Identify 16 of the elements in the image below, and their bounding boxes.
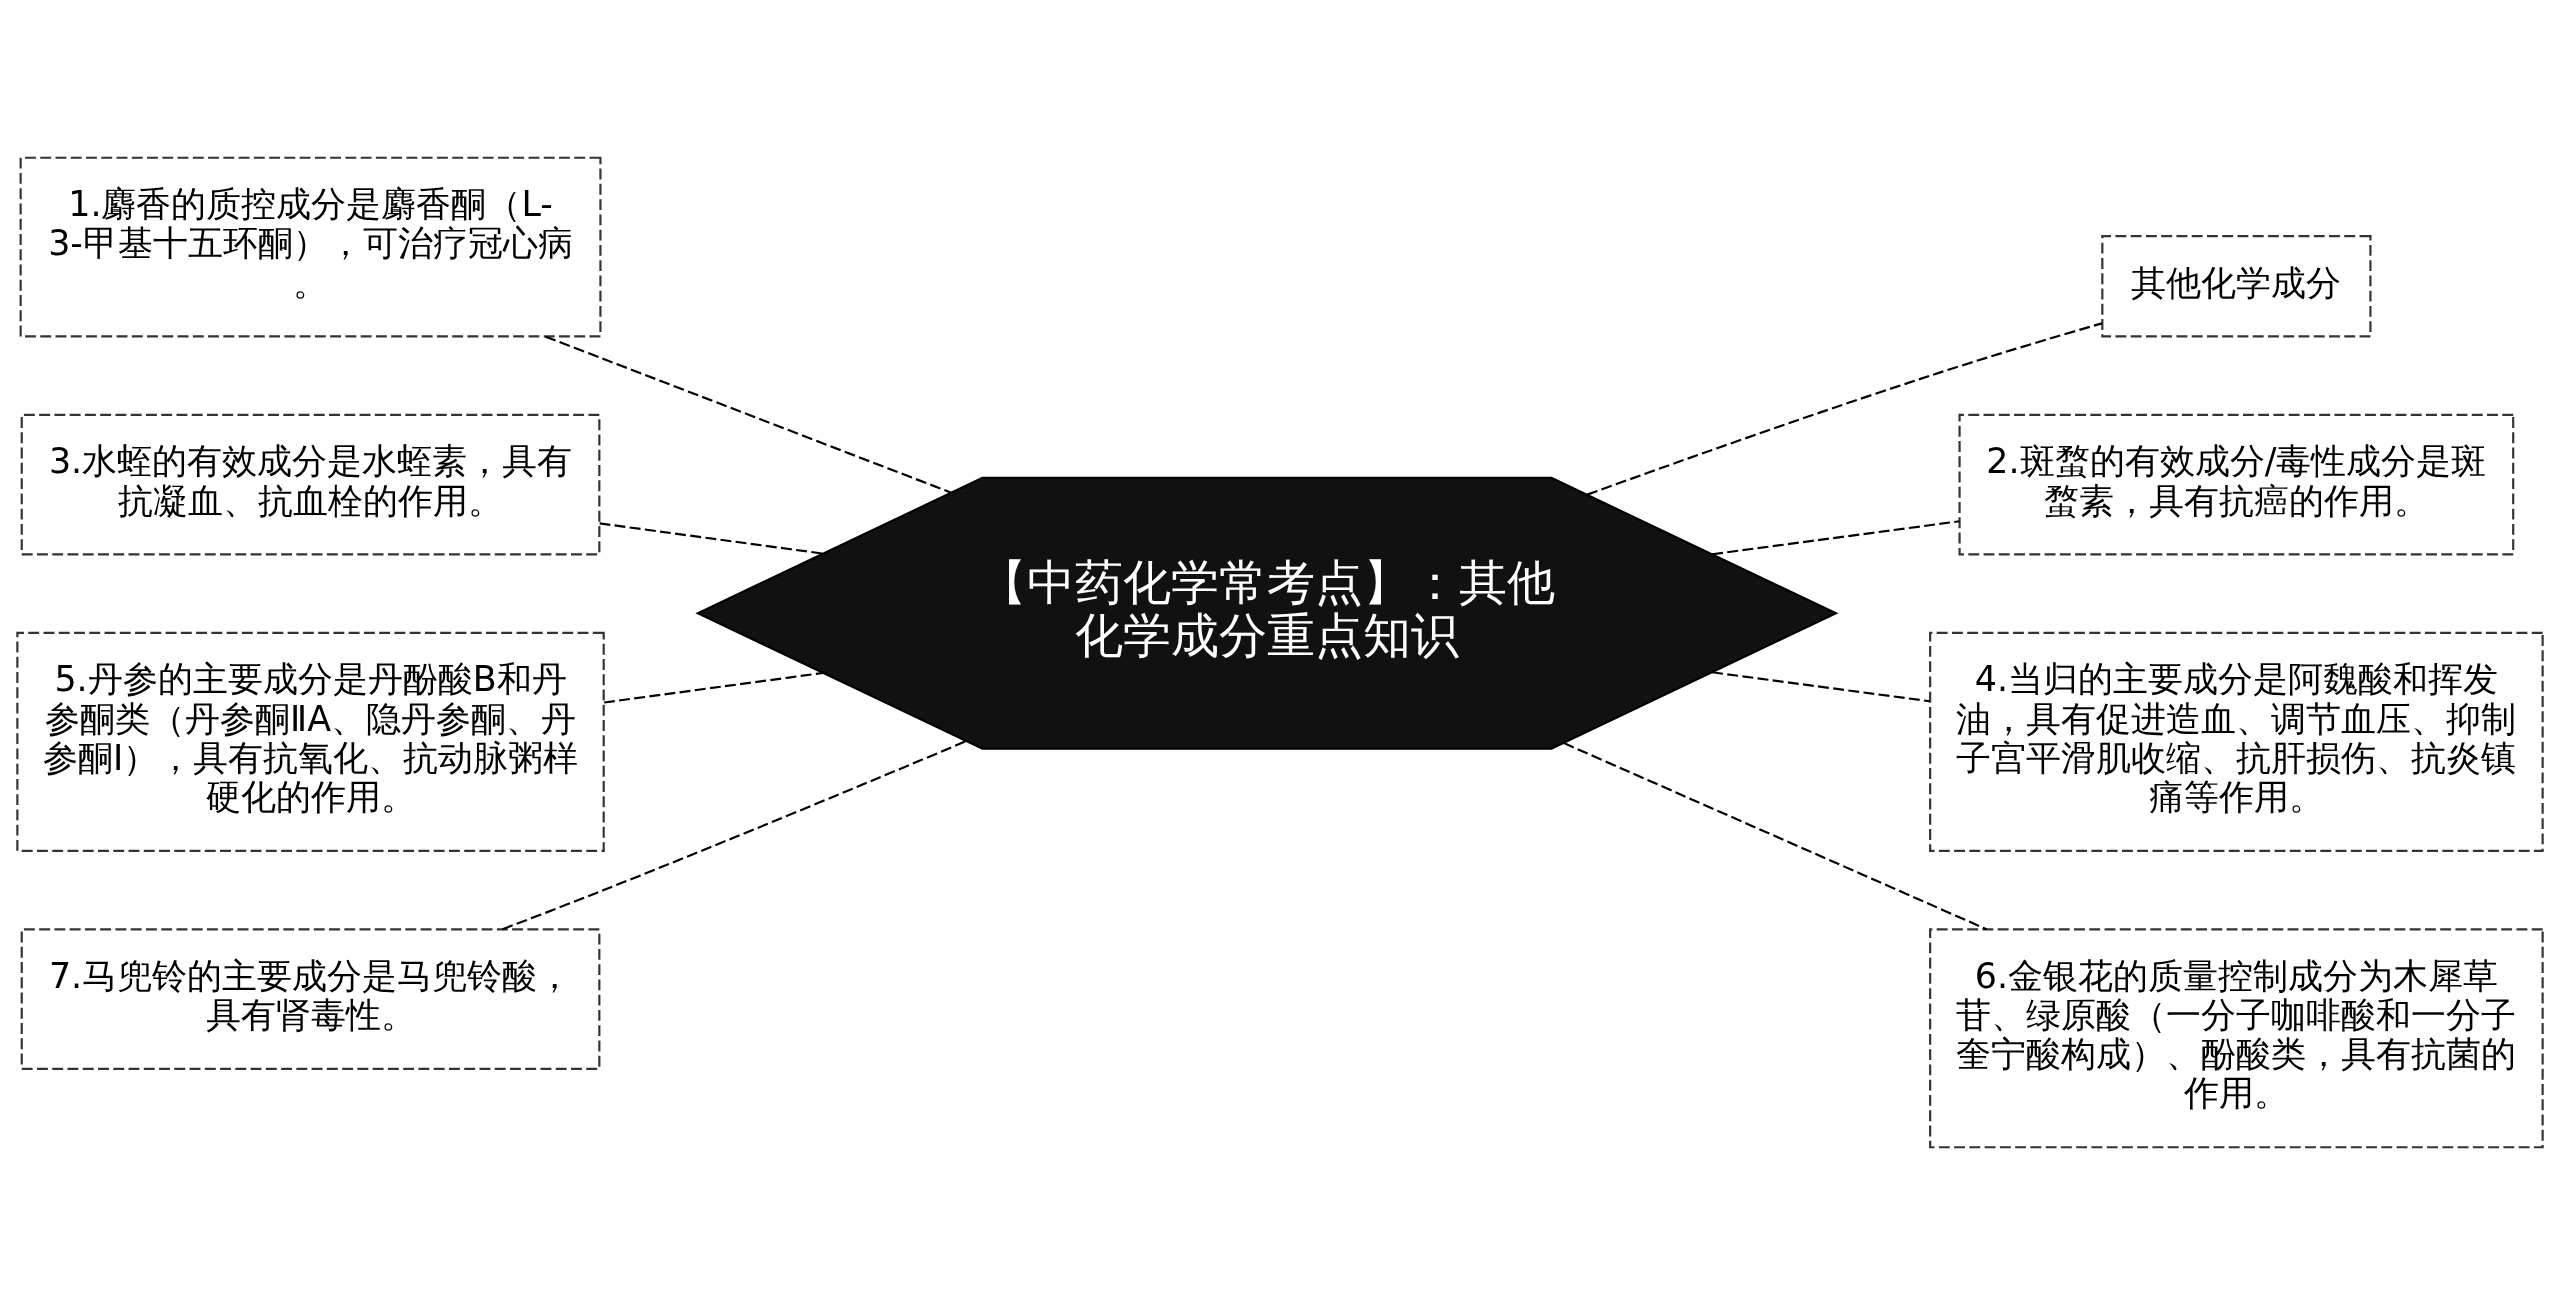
node-box: 2.斑蝥的有效成分/毒性成分是斑蝥素，具有抗癌的作用。 (1958, 413, 2515, 555)
node-box: 5.丹参的主要成分是丹酚酸B和丹参酮类（丹参酮ⅡA、隐丹参酮、丹参酮Ⅰ），具有抗氧化、抗动脉粥样硬化的作用。 (16, 631, 605, 852)
node-box: 4.当归的主要成分是阿魏酸和挥发油，具有促进造血、调节血压、抑制子宫平滑肌收缩、抗肝损伤、抗炎镇痛等作用。 (1929, 631, 2544, 852)
connector (545, 335, 952, 493)
connector (599, 521, 823, 555)
node-box: 其他化学成分 (2101, 234, 2372, 338)
connector (1711, 670, 1930, 702)
connector (1563, 741, 1988, 930)
connector (1711, 519, 1960, 555)
connector (502, 739, 967, 930)
node-box: 1.麝香的质控成分是麝香酮（L-3-甲基十五环酮），可治疗冠心病。 (19, 156, 602, 338)
connector (1586, 321, 2103, 496)
node-box: 6.金银花的质量控制成分为木犀草苷、绿原酸（一分子咖啡酸和一分子奎宁酸构成）、酚酸类，具有抗菌的作用。 (1929, 927, 2544, 1148)
node-box: 3.水蛭的有效成分是水蛭素，具有抗凝血、抗血栓的作用。 (20, 413, 601, 555)
node-box: 7.马兜铃的主要成分是马兜铃酸，具有肾毒性。 (20, 927, 601, 1070)
connector (604, 671, 823, 704)
